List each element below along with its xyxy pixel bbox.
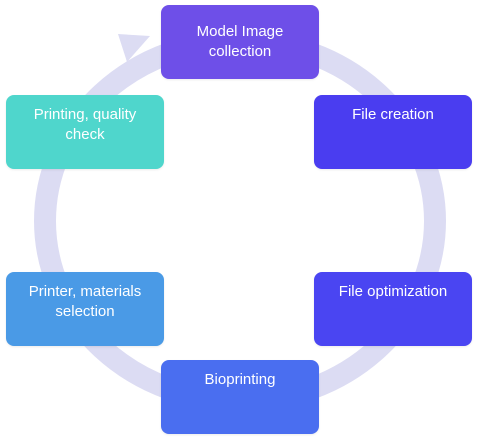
step-printer-materials-selection: Printer, materials selection [6,272,164,346]
step-file-optimization: File optimization [314,272,472,346]
step-model-image-collection: Model Image collection [161,5,319,79]
step-label: Printer, materials selection [28,283,142,321]
step-label: Model Image collection [196,22,284,60]
step-file-creation: File creation [314,95,472,169]
cycle-arrowhead [118,34,150,62]
step-label: Bioprinting [204,371,276,388]
step-bioprinting: Bioprinting [161,360,319,434]
step-printing-quality-check: Printing, quality check [6,95,164,169]
step-label: Printing, quality check [33,106,137,144]
step-label: File optimization [338,283,448,300]
step-label: File creation [352,106,434,123]
